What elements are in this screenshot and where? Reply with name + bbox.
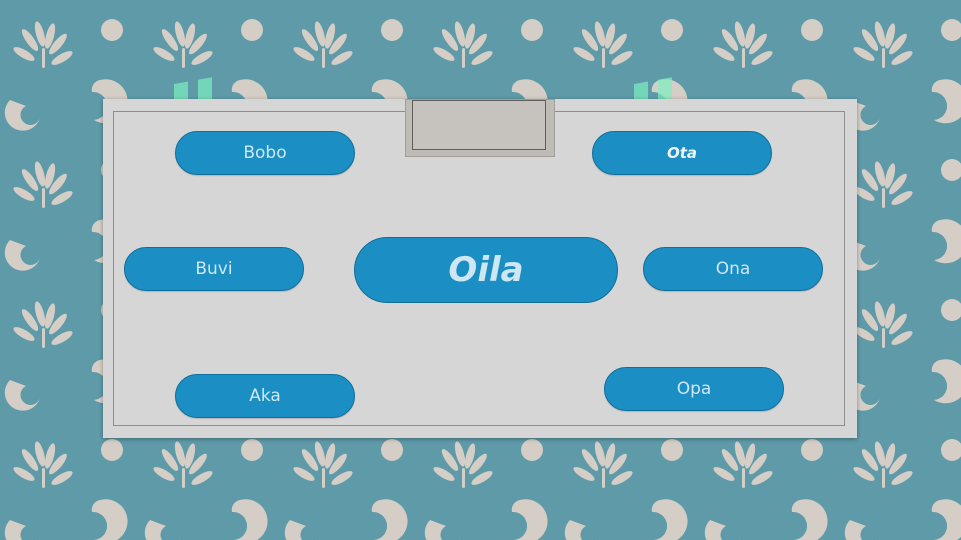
drop-slot[interactable] — [405, 99, 555, 157]
opa-button[interactable]: Opa — [604, 367, 784, 411]
drop-slot-inner — [412, 100, 546, 150]
bobo-button[interactable]: Bobo — [175, 131, 355, 175]
ota-button[interactable]: Ota — [592, 131, 772, 175]
ona-button[interactable]: Ona — [643, 247, 823, 291]
oila-button[interactable]: Oila — [354, 237, 618, 303]
aka-button[interactable]: Aka — [175, 374, 355, 418]
buvi-button[interactable]: Buvi — [124, 247, 304, 291]
